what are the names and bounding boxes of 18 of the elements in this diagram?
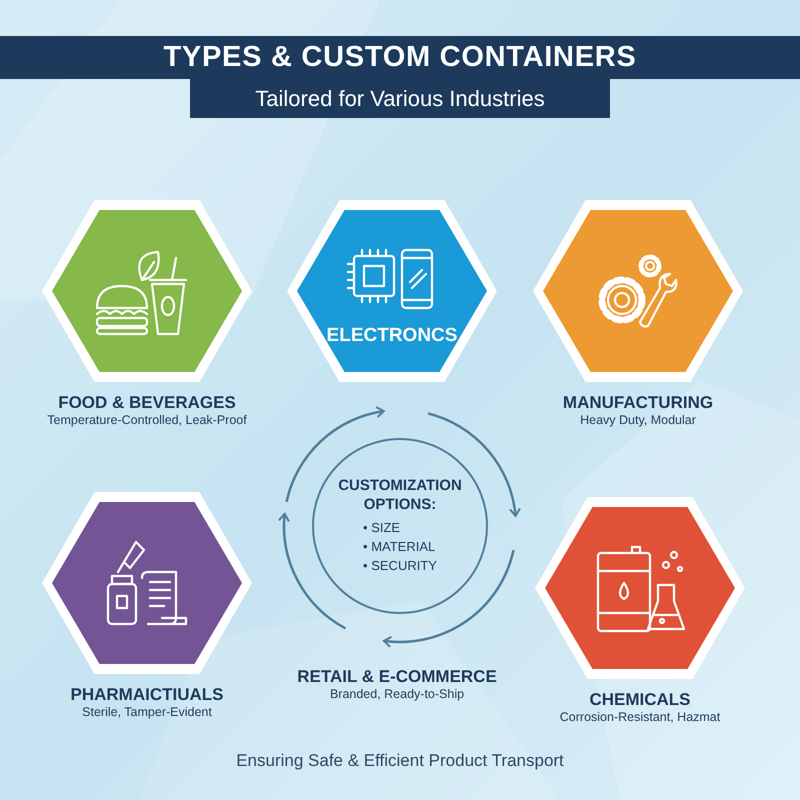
industry-title: MANUFACTURING xyxy=(562,392,714,414)
industry-title: PHARMAICTIUALS xyxy=(70,684,224,706)
title: TYPES & CUSTOM CONTAINERS xyxy=(163,40,637,75)
industry-title: RETAIL & E-COMMERCE xyxy=(297,666,497,688)
option-item: • SECURITY xyxy=(363,557,437,576)
industry-features: Branded, Ready-to-Ship xyxy=(330,687,464,703)
industry-features: Corrosion-Resistant, Hazmat xyxy=(560,710,720,726)
industry-features: Sterile, Tamper-Evident xyxy=(82,705,212,721)
industry-features: Temperature-Controlled, Leak-Proof xyxy=(47,413,247,429)
option-item: • MATERIAL xyxy=(363,538,436,556)
industry-title: ELECTRONCS xyxy=(326,324,458,348)
industry-features: Heavy Duty, Modular xyxy=(580,413,696,429)
subtitle: Tailored for Various Industries xyxy=(255,85,545,113)
options-heading: CUSTOMIZATION OPTIONS: xyxy=(337,476,463,514)
industry-title: FOOD & BEVERAGES xyxy=(58,392,236,414)
industry-title: CHEMICALS xyxy=(589,689,691,710)
caption: Ensuring Safe & Efficient Product Transport xyxy=(235,750,565,772)
option-item: • SIZE xyxy=(363,519,402,538)
